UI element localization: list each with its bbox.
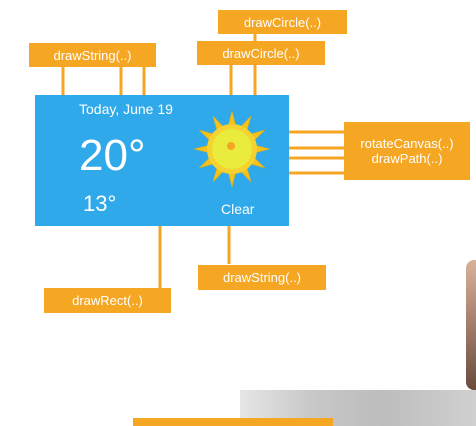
label-draw-string-top: drawString(..) [29,43,156,67]
label-draw-path: drawPath(..) [371,151,443,166]
low-temperature: 13° [83,191,117,216]
label-draw-rect: drawRect(..) [44,288,171,313]
sun-icon [193,110,271,188]
high-temperature: 20° [79,131,146,180]
label-rotate-canvas: rotateCanvas(..) [360,136,454,151]
presenter-edge [466,260,476,390]
condition-text: Clear [221,201,255,217]
label-draw-string-bottom: drawString(..) [198,265,326,290]
bottom-label-fragment [133,418,333,426]
label-draw-circle-mid: drawCircle(..) [197,41,325,65]
label-rotate-canvas-draw-path: rotateCanvas(..) drawPath(..) [344,122,470,180]
date-text: Today, June 19 [79,101,173,117]
label-draw-circle-top: drawCircle(..) [218,10,347,34]
